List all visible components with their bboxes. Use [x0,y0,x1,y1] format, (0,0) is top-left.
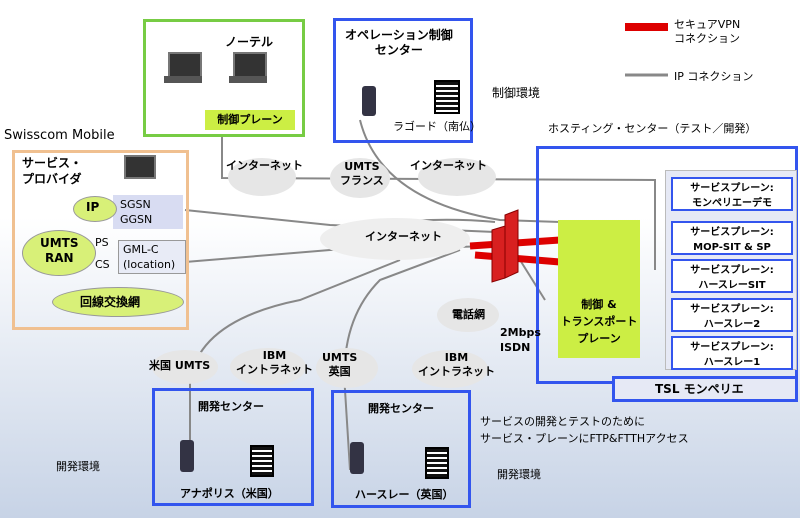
sgsn-label: SGSN GGSN [120,198,153,226]
ip-line [359,119,561,223]
internet-label-1: インターネット [226,159,303,172]
document-icon [425,447,449,479]
phone-icon [350,442,364,474]
laptop-base-icon [164,76,202,83]
ibm-intranet-label-1: IBM イントラネット [236,349,313,376]
laptop-icon [168,52,202,80]
dev-env-left-label: 開発環境 [56,460,100,473]
phone-network-cloud [437,298,499,332]
document-icon [250,445,274,477]
service-provider-label: サービス・ プロバイダ [22,156,83,186]
swisscom-box [12,150,189,330]
legend-vpn-label: セキュアVPN コネクション [674,18,741,45]
nortel-box [143,19,305,137]
service-plane: サービスプレーン: モンペリエーデモ [671,177,793,211]
internet-cloud [418,158,496,196]
gmlc-label: GML-C (location) [123,243,176,271]
note-label: サービスの開発とテストのために サービス・プレーンにFTP&FTTHアクセス [480,415,689,445]
ip-label: IP [86,200,100,214]
dev-uk-location: ハースレー（英国） [355,488,454,501]
ibm-intranet-label-2: IBM イントラネット [418,351,495,378]
ip-cloud [73,196,117,222]
isdn-label: 2Mbps ISDN [500,326,541,354]
dev-us-box [152,388,314,506]
service-plane: サービスプレーン: MOP-SIT & SP [671,221,793,255]
internet-main-cloud [320,218,470,260]
control-transport-plane: 制御 & トランスポート プレーン [558,220,640,358]
internet-label-2: インターネット [410,159,487,172]
internet-main-label: インターネット [365,230,442,243]
dev-uk-box [331,390,471,508]
dev-uk-title: 開発センター [368,402,434,415]
phone-icon [362,86,376,116]
ops-center-title: オペレーション制御 センター [345,28,453,57]
sgsn-box [113,195,183,229]
ops-device-label: ラゴード（南仏） [393,120,481,133]
firewall [491,209,519,283]
ibm-intranet-cloud [230,348,306,386]
service-plane: サービスプレーン: ハースレーSIT [671,259,793,293]
phone-network-label: 電話網 [452,308,485,321]
document-icon [434,80,460,114]
umts-ran-label: UMTS RAN [40,236,79,265]
service-plane: サービスプレーン: ハースレー1 [671,336,793,370]
hosting-title: ホスティング・センター（テスト／開発） [548,122,757,135]
laptop-icon [124,155,156,179]
ps-label: PS [95,236,109,249]
swisscom-title: Swisscom Mobile [4,128,115,143]
control-env-label: 制御環境 [492,86,541,100]
us-umts-label: 米国 UMTS [149,359,211,372]
ip-line [519,259,546,301]
cs-label: CS [95,258,110,271]
service-plane: サービスプレーン: ハースレー2 [671,298,793,332]
umts-uk-cloud [316,348,378,388]
dev-us-location: アナポリス（米国） [180,487,279,500]
control-plane-label: 制御プレーン [205,110,295,130]
ops-center-box [333,18,473,143]
umts-france-label: UMTS フランス [340,160,384,187]
dev-env-right-label: 開発環境 [497,468,541,481]
us-umts-cloud [152,350,218,384]
internet-cloud [228,158,296,196]
umts-france-cloud [330,158,390,198]
umts-ran-cloud [22,230,96,276]
gmlc-box [118,240,186,274]
dev-us-title: 開発センター [198,400,264,413]
tsl-label: TSL モンペリエ [612,376,798,402]
umts-uk-label: UMTS 英国 [322,351,358,378]
circuit-cloud [52,287,184,317]
circuit-label: 回線交換網 [80,295,141,309]
legend-ip-label: IP コネクション [674,70,754,83]
ibm-intranet-cloud [412,350,488,388]
phone-icon [180,440,194,472]
nortel-title: ノーテル [225,35,274,49]
laptop-base-icon [229,76,267,83]
